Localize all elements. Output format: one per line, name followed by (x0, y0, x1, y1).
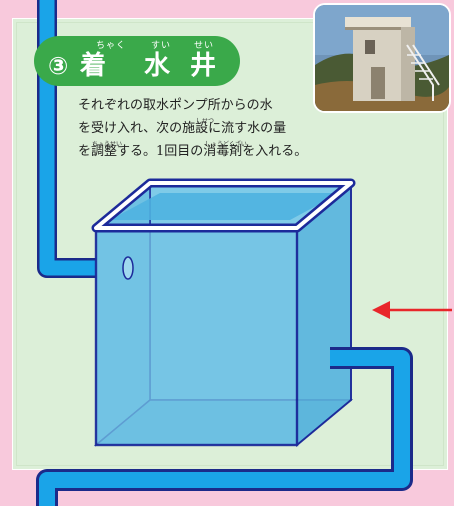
title-ruby-1: ちゃく (96, 41, 127, 51)
building-photo (313, 3, 451, 113)
tank-rim-inner (94, 181, 353, 230)
title-ruby-2: すい (151, 41, 172, 51)
ruby-shoudokuzai: しょうどくざい (205, 141, 247, 148)
panel-border (16, 22, 444, 466)
title-number: ③ (48, 52, 69, 80)
title-ruby-3: せい (194, 41, 215, 51)
description-line-2: を受け入れ、次の施設に流す水の量 (78, 121, 287, 136)
ruby-shisetsu: しせつ (196, 118, 215, 125)
description-line-3: を調整する。1回目の消毒剤を入れる。 (78, 144, 308, 159)
water-surface (110, 193, 340, 220)
inlet-opening (122, 256, 134, 280)
title-badge: ちゃく すい せい ③ 着 水 井 (34, 36, 240, 86)
title-kanji-2: 水 (144, 51, 171, 81)
ruby-chousei: ちょうせい (92, 141, 123, 148)
description-line-1: それぞれの取水ポンプ所からの水 (78, 98, 273, 113)
title-kanji-3: 井 (190, 51, 217, 81)
inlet-pipe (39, 0, 100, 276)
title-kanji-1: 着 (80, 51, 107, 81)
red-arrow-left-icon (372, 301, 452, 319)
outlet-pipe (39, 350, 410, 506)
description-text: それぞれの取水ポンプ所からの水 を受け入れ、次の施設に流す水の量 を調整する。1… (78, 94, 323, 163)
